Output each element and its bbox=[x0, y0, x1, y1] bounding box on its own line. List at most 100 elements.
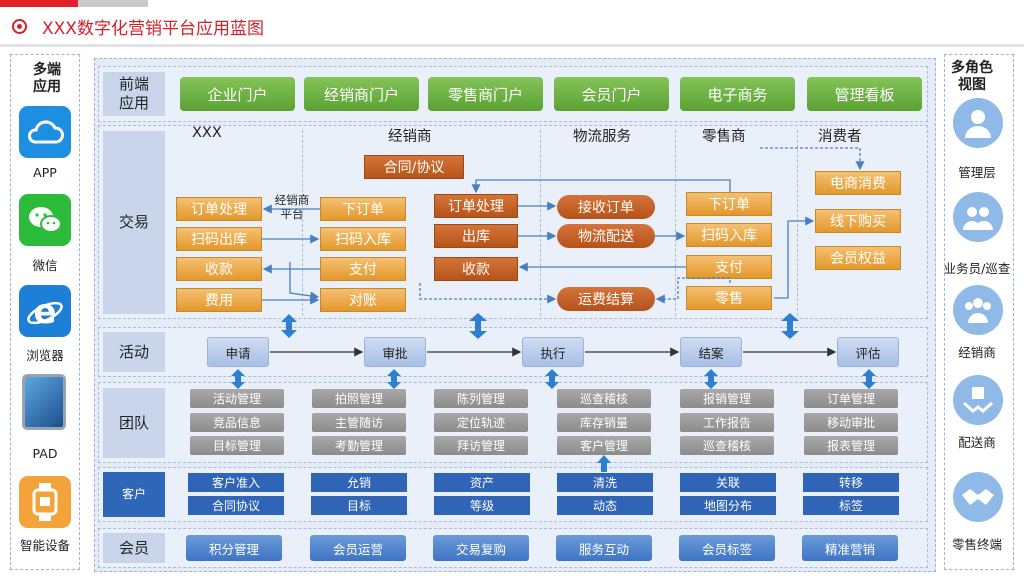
handshake-icon[interactable] bbox=[953, 472, 1003, 522]
dealer-scan-inbound[interactable]: 扫码入库 bbox=[320, 227, 406, 251]
portal-dashboard[interactable]: 管理看板 bbox=[807, 77, 922, 111]
header-dealer: 经销商 bbox=[388, 129, 432, 145]
customer-tags[interactable]: 标签 bbox=[803, 496, 899, 515]
svg-text:e: e bbox=[33, 292, 56, 331]
team-supervisor-visit[interactable]: 主管随访 bbox=[312, 413, 406, 432]
team-order-mgmt[interactable]: 订单管理 bbox=[804, 389, 898, 408]
left-panel-title: 多端应用 bbox=[33, 62, 61, 95]
logistics-receive-order[interactable]: 接收订单 bbox=[557, 195, 655, 219]
member-repurchase[interactable]: 交易复购 bbox=[433, 535, 529, 561]
member-points[interactable]: 积分管理 bbox=[186, 535, 282, 561]
customer-admission[interactable]: 客户准入 bbox=[188, 473, 284, 492]
logistics-delivery[interactable]: 物流配送 bbox=[557, 224, 655, 248]
consumer-member-benefits[interactable]: 会员权益 bbox=[815, 246, 901, 270]
smartwatch-icon[interactable] bbox=[19, 476, 71, 528]
wechat-icon[interactable] bbox=[19, 194, 71, 246]
trade-divider-2 bbox=[540, 130, 541, 316]
member-operation[interactable]: 会员运营 bbox=[310, 535, 406, 561]
customer-dynamics[interactable]: 动态 bbox=[557, 496, 653, 515]
retailer-place-order[interactable]: 下订单 bbox=[686, 192, 772, 216]
xxx-scan-outbound[interactable]: 扫码出库 bbox=[176, 227, 262, 251]
dealer-reconcile[interactable]: 对账 bbox=[320, 288, 406, 312]
team-reimbursement[interactable]: 报销管理 bbox=[680, 389, 774, 408]
portal-ecommerce[interactable]: 电子商务 bbox=[680, 77, 795, 111]
consumer-ecommerce[interactable]: 电商消费 bbox=[815, 171, 901, 195]
consumer-offline-purchase[interactable]: 线下购买 bbox=[815, 209, 901, 233]
team-customer-mgmt[interactable]: 客户管理 bbox=[557, 436, 651, 455]
team-inventory-sales[interactable]: 库存销量 bbox=[557, 413, 651, 432]
device-label-pad: PAD bbox=[32, 446, 58, 461]
team-target-mgmt[interactable]: 目标管理 bbox=[190, 436, 284, 455]
customer-assets[interactable]: 资产 bbox=[434, 473, 530, 492]
role-label-retail: 零售终端 bbox=[951, 537, 1002, 552]
role-label-dealer: 经销商 bbox=[958, 345, 996, 360]
header-retailer: 零售商 bbox=[702, 129, 746, 145]
row-label-trade: 交易 bbox=[103, 131, 165, 314]
delivery-icon[interactable] bbox=[953, 375, 1003, 425]
top-accent-red bbox=[0, 0, 78, 7]
portal-retailer[interactable]: 零售商门户 bbox=[428, 77, 543, 111]
dealer-place-order[interactable]: 下订单 bbox=[320, 197, 406, 221]
role-label-manager: 管理层 bbox=[958, 165, 996, 180]
customer-cleansing[interactable]: 清洗 bbox=[557, 473, 653, 492]
team-photo-mgmt[interactable]: 拍照管理 bbox=[312, 389, 406, 408]
activity-approve[interactable]: 审批 bbox=[364, 337, 426, 367]
dealer-outbound[interactable]: 出库 bbox=[434, 224, 518, 248]
role-label-sales: 业务员/巡查 bbox=[943, 261, 1011, 276]
xxx-collection[interactable]: 收款 bbox=[176, 257, 262, 281]
browser-icon[interactable]: e bbox=[19, 285, 71, 337]
customer-allowed-sale[interactable]: 允销 bbox=[311, 473, 407, 492]
portal-enterprise[interactable]: 企业门户 bbox=[180, 77, 295, 111]
team-visit-mgmt[interactable]: 拜访管理 bbox=[434, 436, 528, 455]
team-work-report[interactable]: 工作报告 bbox=[680, 413, 774, 432]
activity-evaluate[interactable]: 评估 bbox=[837, 337, 899, 367]
member-service[interactable]: 服务互动 bbox=[556, 535, 652, 561]
team-report-mgmt[interactable]: 报表管理 bbox=[804, 436, 898, 455]
member-tags[interactable]: 会员标签 bbox=[679, 535, 775, 561]
customer-target[interactable]: 目标 bbox=[311, 496, 407, 515]
team-activity-mgmt[interactable]: 活动管理 bbox=[190, 389, 284, 408]
team-display-mgmt[interactable]: 陈列管理 bbox=[434, 389, 528, 408]
team-inspection-2[interactable]: 巡查稽核 bbox=[680, 436, 774, 455]
trade-divider-3 bbox=[675, 130, 676, 316]
trade-divider-1 bbox=[302, 130, 303, 316]
header-consumer: 消费者 bbox=[818, 129, 862, 145]
team-attendance[interactable]: 考勤管理 bbox=[312, 436, 406, 455]
portal-dealer[interactable]: 经销商门户 bbox=[304, 77, 419, 111]
customer-association[interactable]: 关联 bbox=[680, 473, 776, 492]
team-mobile-approval[interactable]: 移动审批 bbox=[804, 413, 898, 432]
page-title: XXX数字化营销平台应用蓝图 bbox=[42, 19, 264, 39]
activity-apply[interactable]: 申请 bbox=[207, 337, 269, 367]
customer-transfer[interactable]: 转移 bbox=[803, 473, 899, 492]
customer-map[interactable]: 地图分布 bbox=[680, 496, 776, 515]
retailer-scan-inbound[interactable]: 扫码入库 bbox=[686, 223, 772, 247]
sales-team-icon[interactable] bbox=[953, 192, 1003, 242]
trade-divider-4 bbox=[797, 130, 798, 316]
xxx-expense[interactable]: 费用 bbox=[176, 288, 262, 312]
xxx-order-processing[interactable]: 订单处理 bbox=[176, 197, 262, 221]
contract-box[interactable]: 合同/协议 bbox=[364, 155, 464, 179]
cloud-app-icon[interactable] bbox=[19, 106, 71, 158]
row-label-team: 团队 bbox=[103, 388, 165, 458]
top-accent-grey bbox=[78, 0, 148, 7]
role-label-delivery: 配送商 bbox=[958, 435, 996, 450]
retailer-pay[interactable]: 支付 bbox=[686, 255, 772, 279]
logistics-freight-settlement[interactable]: 运费结算 bbox=[557, 287, 655, 311]
customer-contract[interactable]: 合同协议 bbox=[188, 496, 284, 515]
tablet-icon[interactable] bbox=[22, 374, 66, 430]
team-competitor-info[interactable]: 竞品信息 bbox=[190, 413, 284, 432]
header-xxx: XXX bbox=[192, 125, 222, 141]
team-location-track[interactable]: 定位轨迹 bbox=[434, 413, 528, 432]
portal-member[interactable]: 会员门户 bbox=[554, 77, 669, 111]
dealer-pay[interactable]: 支付 bbox=[320, 257, 406, 281]
dealer-collection[interactable]: 收款 bbox=[434, 257, 518, 281]
dealer-group-icon[interactable] bbox=[953, 285, 1003, 335]
team-inspection[interactable]: 巡查稽核 bbox=[557, 389, 651, 408]
retailer-retail[interactable]: 零售 bbox=[686, 286, 772, 310]
manager-icon[interactable] bbox=[953, 98, 1003, 148]
dealer-order-processing[interactable]: 订单处理 bbox=[434, 194, 518, 218]
activity-close[interactable]: 结案 bbox=[680, 337, 742, 367]
member-precision-marketing[interactable]: 精准营销 bbox=[802, 535, 898, 561]
activity-execute[interactable]: 执行 bbox=[522, 337, 584, 367]
customer-level[interactable]: 等级 bbox=[434, 496, 530, 515]
